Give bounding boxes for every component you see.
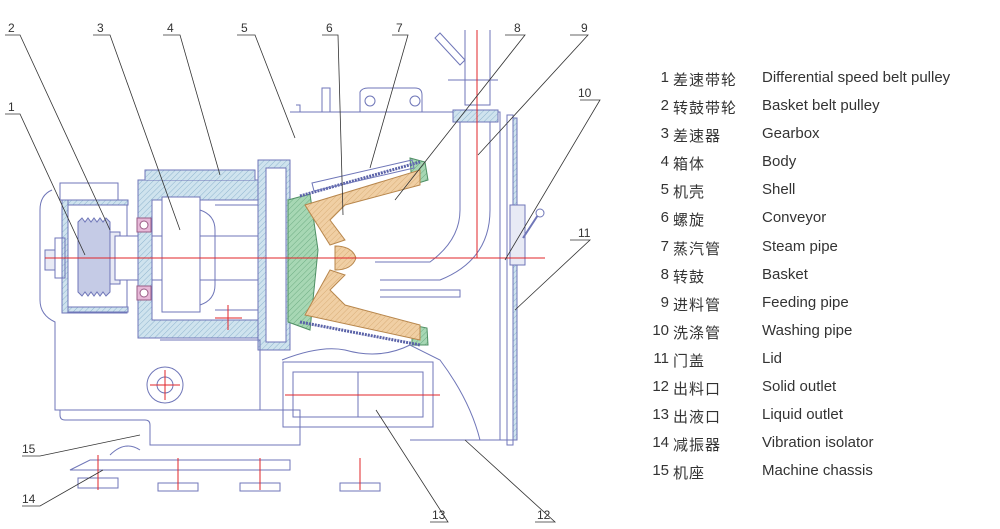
legend-item-english-name: Solid outlet [762,378,837,396]
legend-item-chinese-name: 门盖 [673,351,706,370]
centrifuge-section-drawing: 1 2 3 4 5 6 7 8 9 10 11 12 13 14 15 [5,21,601,523]
callout-13: 13 [432,508,446,522]
legend-item-chinese-name: 差速带轮 [673,71,738,89]
legend-item-english-name: Basket belt pulley [762,97,880,115]
legend-item-chinese-name: 机座 [673,464,706,483]
callout-12: 12 [537,508,551,522]
legend-item-chinese-name: 箱体 [673,155,706,174]
legend-item-number: 13 [652,406,669,424]
legend-item-english-name: Body [762,153,797,171]
machine-drawing [39,30,545,492]
legend-item-english-name: Vibration isolator [762,434,874,452]
legend-item-english-name: Lid [762,349,783,367]
legend-item-chinese-name: 转鼓带轮 [673,99,738,118]
callout-11: 11 [578,226,591,240]
legend-item-number: 14 [652,434,669,452]
legend-item-chinese-name: 蒸汽管 [673,239,722,258]
legend-item-chinese-name: 转鼓 [673,267,706,286]
callout-6: 6 [326,21,333,35]
center-lines [45,30,545,490]
legend-item-number: 6 [660,209,669,227]
legend-item-number: 1 [660,69,669,86]
liquid-outlet [281,344,515,441]
callout-7: 7 [396,21,403,35]
legend-item-number: 11 [653,349,669,367]
legend-item-english-name: Machine chassis [762,462,873,480]
shell-casing [292,87,501,440]
pulley-housing [39,182,129,411]
callout-1: 1 [8,100,15,114]
conveyor [304,169,421,341]
lid [506,114,545,446]
legend-item-number: 10 [652,321,669,339]
legend-item-english-name: Gearbox [762,125,820,143]
legend-item-number: 5 [660,181,669,199]
callout-4: 4 [167,21,174,35]
callout-labels: 1 2 3 4 5 6 7 8 9 10 11 12 13 14 15 [8,21,592,522]
legend-item-english-name: Basket [762,265,808,283]
feeding-pipe [375,30,499,281]
legend-item-english-name: Shell [762,181,796,199]
steam-pipe-shape [311,159,415,192]
legend-item-number: 9 [660,293,669,311]
legend-item-number: 7 [660,237,669,255]
legend-item-chinese-name: 机壳 [673,183,706,202]
callout-3: 3 [97,21,104,35]
legend-item-chinese-name: 减振器 [673,436,722,455]
callout-9: 9 [581,21,588,35]
legend-item-english-name: Differential speed belt pulley [762,69,951,86]
basket-screen [299,160,421,347]
legend-item-chinese-name: 差速器 [673,127,722,146]
gearbox-body [137,169,263,339]
legend-item-english-name: Washing pipe [762,321,853,339]
legend-item-chinese-name: 洗涤管 [673,323,722,342]
leader-lines [5,34,601,523]
legend-item-english-name: Steam pipe [762,237,838,255]
washing-pipe [380,289,461,298]
vibration-isolators [77,477,381,492]
legend-item-english-name: Liquid outlet [762,406,843,424]
belt-pulleys [44,217,121,297]
callout-10: 10 [578,86,592,100]
legend-item-chinese-name: 螺旋 [673,211,706,230]
legend-item-chinese-name: 进料管 [673,295,722,314]
legend-item-number: 4 [660,153,669,171]
legend-item-english-name: Feeding pipe [762,293,849,311]
legend-item-number: 12 [652,378,669,396]
callout-2: 2 [8,21,15,35]
legend-item-number: 3 [660,125,669,143]
machine-chassis [59,339,301,471]
legend-item-english-name: Conveyor [762,209,827,227]
legend-item-chinese-name: 出料口 [673,380,722,399]
callout-15: 15 [22,442,36,456]
shell-flange [257,104,301,351]
legend-item-number: 2 [660,97,669,115]
legend-item-number: 8 [660,265,669,283]
callout-14: 14 [22,492,36,506]
legend-item-chinese-name: 出液口 [673,408,722,427]
callout-8: 8 [514,21,521,35]
callout-5: 5 [241,21,248,35]
legend-item-number: 15 [652,462,669,480]
